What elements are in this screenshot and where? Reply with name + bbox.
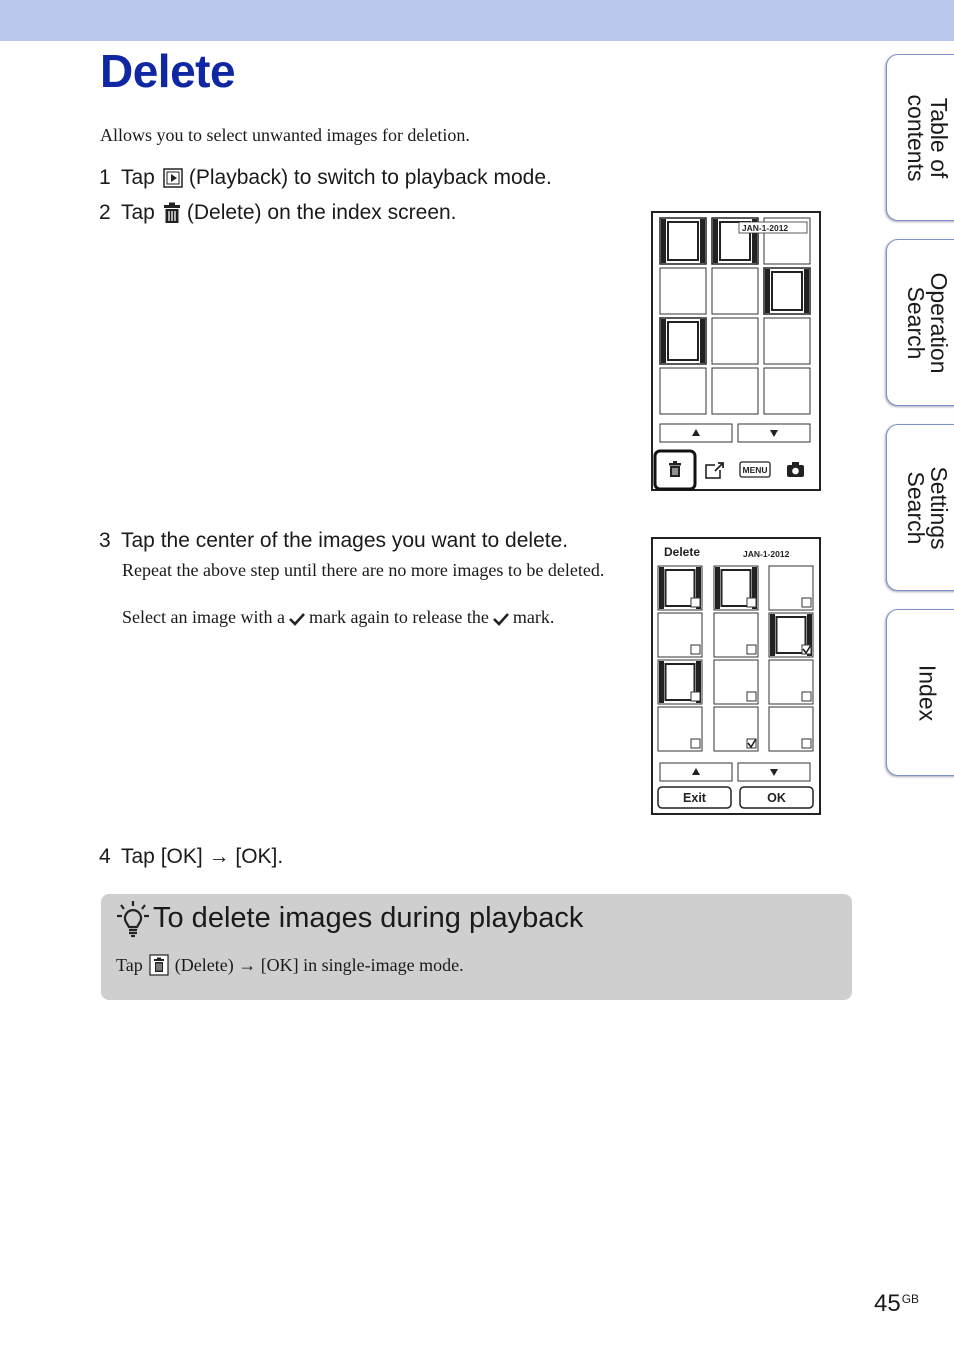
down-arrow-icon — [770, 769, 778, 776]
screen1-date: JAN-1-2012 — [742, 223, 789, 233]
tab-operation-search[interactable]: Operation Search — [886, 239, 954, 406]
index-screen-illustration: JAN-1-2012 MENU — [651, 211, 821, 491]
screen2-exit-button[interactable] — [657, 786, 732, 809]
share-icon[interactable] — [705, 462, 724, 479]
svg-text:MENU: MENU — [742, 465, 767, 475]
step-4: 4 Tap [OK] → [OK]. — [99, 845, 284, 868]
up-arrow-icon — [692, 429, 700, 436]
checkmark-icon — [492, 613, 509, 626]
step-3: 3 Tap the center of the images you want … — [99, 529, 569, 552]
camera-icon[interactable] — [787, 462, 804, 477]
checkmark-icon — [289, 613, 305, 626]
tab-index[interactable]: Index — [886, 609, 954, 776]
svg-text:Exit: Exit — [683, 791, 707, 805]
delete-screen-illustration: Delete JAN-1-2012 Exit OK — [651, 537, 821, 815]
intro-text: Allows you to select unwanted images for… — [100, 125, 470, 145]
checkmark-icon — [802, 644, 812, 655]
screen2-date: JAN-1-2012 — [743, 549, 790, 559]
step-1: 1 Tap (Playback) to switch to playback m… — [99, 166, 552, 189]
up-arrow-icon — [692, 768, 700, 775]
checkmark-icon — [747, 738, 757, 749]
playback-icon — [163, 168, 183, 188]
tab-table-of-contents[interactable]: Table of contents — [886, 54, 954, 221]
page-title: Delete — [100, 45, 236, 97]
step-2: 2 Tap (Delete) on the index screen. — [99, 201, 457, 224]
hint-title: To delete images during playback — [153, 902, 584, 934]
selectable-thumbnail-grid[interactable] — [657, 565, 814, 752]
lightbulb-icon — [117, 901, 149, 938]
down-arrow-icon — [770, 430, 778, 437]
trash-icon — [163, 202, 181, 224]
screen2-title: Delete — [664, 545, 700, 559]
screen2-ok-button[interactable] — [739, 786, 814, 809]
hint-body: Tap (Delete) → [OK] in single-image mode… — [116, 954, 464, 976]
menu-button[interactable]: MENU — [739, 461, 771, 478]
header-bar — [0, 0, 954, 41]
delete-icon — [149, 954, 169, 976]
step-3-note-1: Repeat the above step until there are no… — [122, 560, 605, 580]
trash-icon — [669, 461, 681, 477]
movie-thumbnails — [659, 217, 811, 365]
page-number: 45GB — [874, 1290, 920, 1317]
tab-settings-search[interactable]: Settings Search — [886, 424, 954, 591]
svg-text:OK: OK — [767, 791, 786, 805]
hint-box: To delete images during playback Tap (De… — [101, 894, 852, 1000]
